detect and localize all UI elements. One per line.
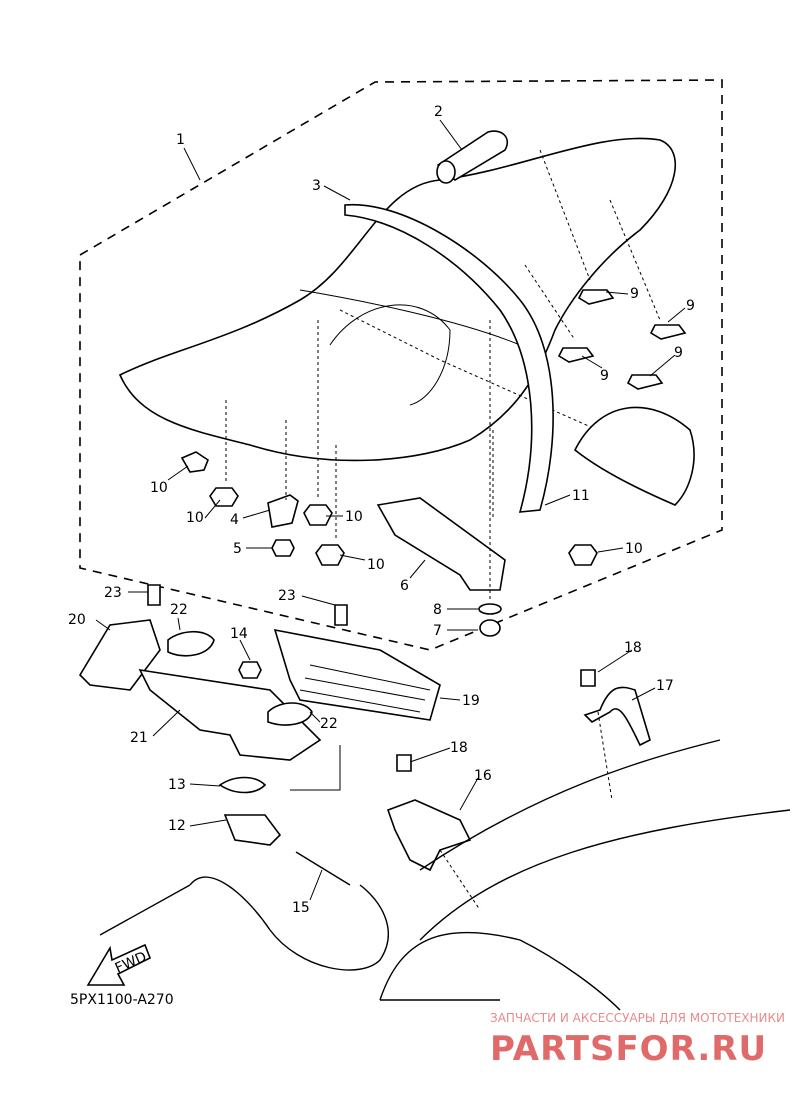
callout-9b: 9	[686, 298, 695, 314]
callout-2: 2	[434, 104, 443, 120]
callout-18b: 18	[624, 640, 642, 656]
callout-8: 8	[433, 602, 442, 618]
callout-16: 16	[474, 768, 492, 784]
callout-20: 20	[68, 612, 86, 628]
callout-9c: 9	[600, 368, 609, 384]
seat-lock-cable-part	[99, 851, 389, 971]
callout-19: 19	[462, 693, 480, 709]
fastener-guide-lines	[225, 149, 661, 600]
callout-6: 6	[400, 578, 409, 594]
fwd-label: FWD	[113, 949, 149, 977]
callout-17: 17	[656, 678, 674, 694]
washer-part	[478, 603, 502, 637]
callout-22b: 22	[320, 716, 338, 732]
callout-3: 3	[312, 178, 321, 194]
rear-bracket-parts	[386, 669, 651, 911]
callout-23b: 23	[278, 588, 296, 604]
callout-leaders	[95, 119, 686, 901]
seat-bracket-part	[376, 497, 506, 591]
callout-1: 1	[176, 132, 185, 148]
diagram-code: 5PX1100-A270	[70, 992, 174, 1008]
seat-pad-part	[573, 406, 695, 506]
callout-14: 14	[230, 626, 248, 642]
callout-23a: 23	[104, 585, 122, 601]
callout-4: 4	[230, 512, 239, 528]
fwd-arrow-icon: FWD	[86, 943, 152, 986]
watermark-logo: PARTSFOR.RU	[490, 1029, 767, 1069]
callout-10b: 10	[186, 510, 204, 526]
callout-10a: 10	[150, 480, 168, 496]
seat-lock-parts	[218, 776, 282, 846]
callout-9a: 9	[630, 286, 639, 302]
seat-part	[118, 137, 677, 462]
seat-hardware-parts	[180, 289, 687, 566]
callout-21: 21	[130, 730, 148, 746]
callout-10e: 10	[625, 541, 643, 557]
seat-assembly-boundary	[79, 79, 723, 651]
callout-11: 11	[572, 488, 590, 504]
callout-7: 7	[433, 623, 442, 639]
watermark-tagline: ЗАПЧАСТИ И АКСЕССУАРЫ ДЛЯ МОТОТЕХНИКИ	[490, 1011, 785, 1025]
callout-15: 15	[292, 900, 310, 916]
seat-band-part	[344, 203, 554, 513]
callout-22a: 22	[170, 602, 188, 618]
callout-5: 5	[233, 541, 242, 557]
callout-18a: 18	[450, 740, 468, 756]
side-cover-parts	[78, 584, 441, 761]
callout-13: 13	[168, 777, 186, 793]
callout-10c: 10	[345, 509, 363, 525]
callout-labels: 1 2 3 9 9 9 9 10 10 10 10 10 4 5 11 6 8 …	[68, 104, 695, 916]
callout-10d: 10	[367, 557, 385, 573]
callout-9d: 9	[674, 345, 683, 361]
callout-12: 12	[168, 818, 186, 834]
grab-pad-part	[436, 130, 509, 184]
rear-fender-outline	[379, 739, 791, 1011]
